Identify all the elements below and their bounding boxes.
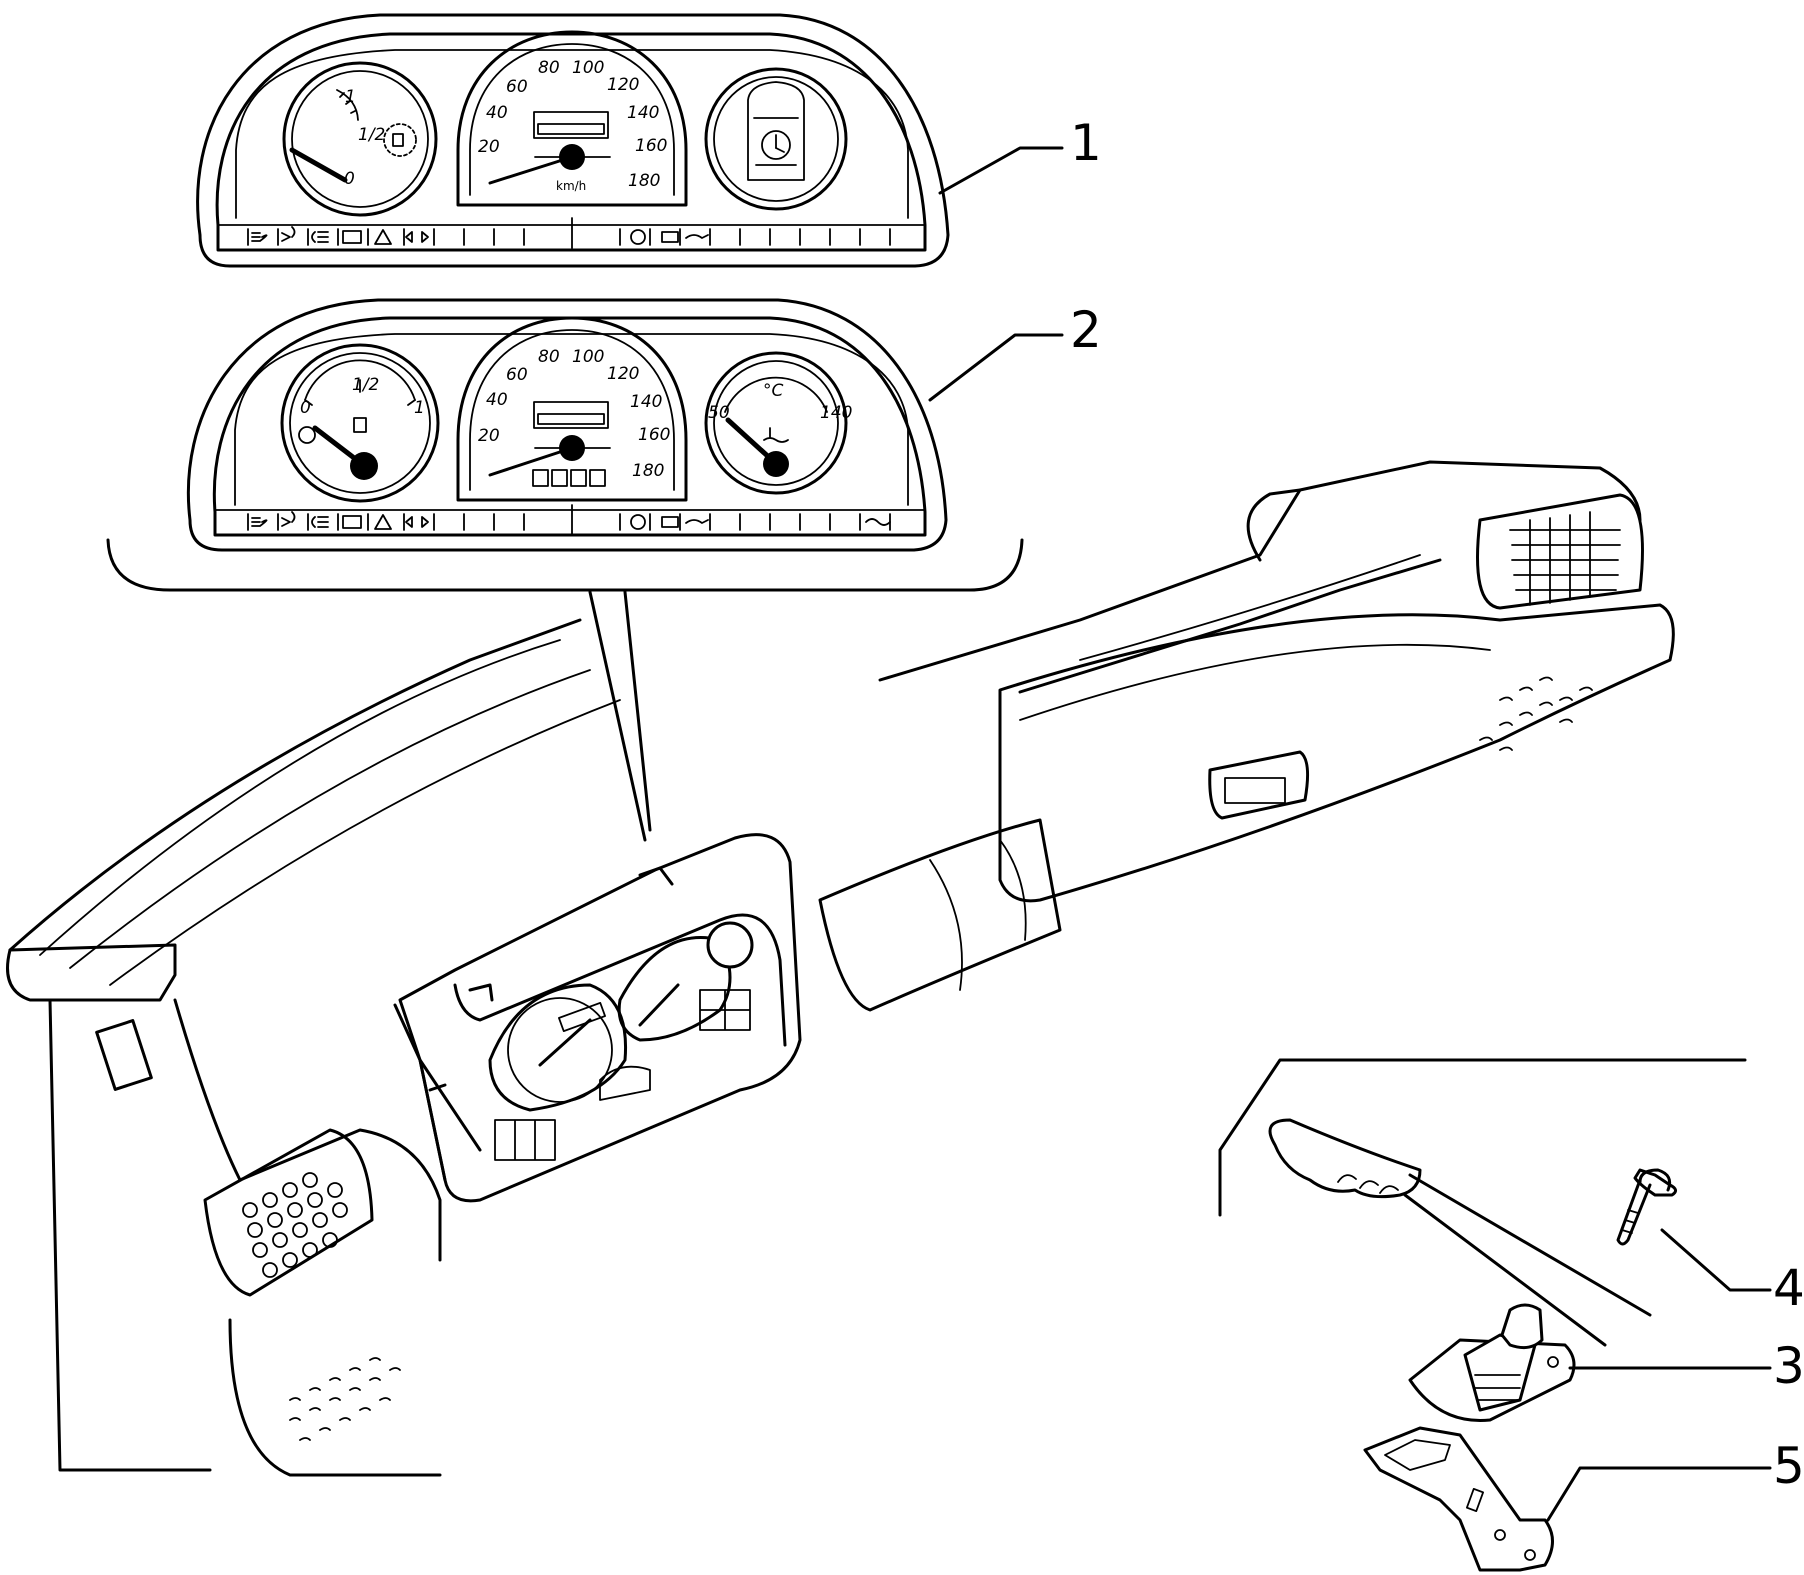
speed2-tick-80: 80	[538, 347, 560, 367]
speed1-tick-140: 140	[627, 103, 659, 123]
speed1-tick-40: 40	[486, 103, 508, 123]
part-4-screw	[1616, 1168, 1677, 1246]
fog-light-icon	[311, 231, 329, 243]
fuel-gauge-2-empty-label: 0	[300, 398, 311, 418]
speed2-tick-20: 20	[478, 426, 500, 446]
rear-defrost-icon	[342, 230, 362, 244]
hazard-icon-2	[374, 514, 392, 530]
handbrake-detail	[1218, 1058, 1747, 1347]
callout-4: 4	[1773, 1259, 1804, 1317]
speed1-unit: km/h	[556, 179, 586, 193]
temp-gauge-low-label: 50	[708, 403, 730, 423]
part-5-bracket	[1363, 1426, 1554, 1572]
callout-1: 1	[1070, 114, 1102, 172]
fuel-gauge-1-top-label: 1	[345, 87, 356, 107]
callout-5: 5	[1773, 1437, 1804, 1495]
fuel-gauge-2-full-label: 1	[414, 398, 425, 418]
warning-strip-1	[217, 217, 926, 249]
fuel-gauge-2: 0 1/2 1	[280, 343, 440, 503]
oil-icon-2	[685, 519, 709, 524]
speedometer-1: 20 40 60 80 100 120 140 160 180 km/h	[456, 30, 688, 207]
fuel-gauge-1-half-label: 1/2	[358, 125, 385, 145]
speedometer-2: 20 40 60 80 100 120 140 160 180	[456, 316, 688, 502]
speed2-tick-60: 60	[506, 365, 528, 385]
battery-icon	[661, 231, 679, 243]
installed-instrument-cluster	[393, 833, 802, 1203]
speed2-tick-120: 120	[607, 364, 639, 384]
battery-icon-2	[661, 516, 679, 528]
dashboard	[6, 460, 1675, 1477]
right-air-vent	[1476, 493, 1644, 610]
handbrake-lever	[1268, 1118, 1422, 1199]
speed1-tick-120: 120	[607, 75, 639, 95]
instrument-cluster-1: 1 1/2 0 20 40 60 80 100 120 140 160 180 …	[196, 13, 950, 268]
temp-gauge-unit-label: °C	[763, 381, 784, 401]
fuel-gauge-2-half-label: 1/2	[352, 375, 379, 395]
oil-icon	[685, 234, 709, 239]
door-warning-gauge-1	[704, 67, 848, 211]
speed1-tick-80: 80	[538, 58, 560, 78]
hazard-icon	[374, 229, 392, 245]
speed2-tick-160: 160	[638, 425, 670, 445]
speed2-tick-40: 40	[486, 390, 508, 410]
speed2-tick-100: 100	[572, 347, 604, 367]
brake-icon	[630, 229, 646, 245]
fuel-gauge-1-bottom-label: 0	[344, 169, 355, 189]
brake-icon-2	[630, 514, 646, 530]
beam-icon	[281, 226, 296, 242]
rear-defrost-icon-2	[342, 515, 362, 529]
glow-plug-icon	[865, 518, 891, 526]
temp-gauge-high-label: 140	[820, 403, 852, 423]
fog-light-icon-2	[311, 516, 329, 528]
turn-signal-icon	[405, 231, 429, 243]
speed1-tick-160: 160	[635, 136, 667, 156]
headlight-icon	[251, 232, 268, 242]
speed2-tick-180: 180	[632, 461, 664, 481]
headlight-icon-2	[251, 517, 268, 527]
instrument-cluster-2: 0 1/2 1 20 40 60 80 100 120 140 160 180	[186, 298, 948, 552]
warning-strip-2	[214, 504, 926, 536]
fuel-gauge-1: 1 1/2 0	[282, 61, 438, 217]
speed1-tick-20: 20	[478, 137, 500, 157]
left-air-vent	[203, 1128, 374, 1297]
beam-icon-2	[281, 511, 296, 527]
turn-signal-icon-2	[405, 516, 429, 528]
temperature-gauge-2: 50 °C 140	[704, 351, 852, 495]
speed1-tick-60: 60	[506, 77, 528, 97]
glovebox-handle	[1208, 750, 1310, 820]
speed1-tick-180: 180	[628, 171, 660, 191]
detail-bracket	[106, 538, 1024, 592]
part-3-handle-switch	[1408, 1303, 1576, 1422]
speed1-tick-100: 100	[572, 58, 604, 78]
callout-3: 3	[1773, 1337, 1804, 1395]
speed2-tick-140: 140	[630, 392, 662, 412]
callout-2: 2	[1070, 301, 1102, 359]
